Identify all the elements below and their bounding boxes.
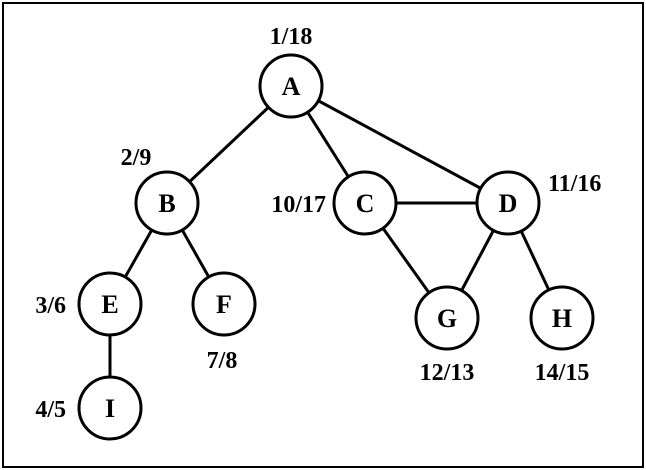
node-circle-g (414, 285, 480, 351)
node-circle-i (77, 375, 143, 441)
edge-a-d (290, 84, 509, 205)
node-label-a: A (282, 72, 301, 101)
node-g: G (414, 285, 480, 351)
node-h: H (529, 285, 595, 351)
node-b: B (134, 170, 200, 236)
node-a: A (258, 53, 324, 119)
time-label-e: 3/6 (35, 293, 66, 319)
node-i: I (77, 375, 143, 441)
time-label-c: 10/17 (271, 192, 326, 218)
node-circle-b (134, 170, 200, 236)
node-label-i: I (105, 394, 115, 423)
node-circle-f (191, 271, 257, 337)
node-circle-a (258, 53, 324, 119)
node-d: D (475, 170, 541, 236)
time-label-b: 2/9 (121, 145, 152, 171)
times-group: 1/18 2/9 10/17 11/16 3/6 7/8 12/13 14/15 4/5 (35, 24, 601, 423)
node-circle-c (332, 170, 398, 236)
node-f: F (191, 271, 257, 337)
node-label-h: H (552, 304, 572, 333)
node-label-e: E (101, 290, 118, 319)
node-label-g: G (437, 304, 457, 333)
node-label-d: D (499, 189, 518, 218)
time-label-g: 12/13 (420, 360, 475, 386)
node-c: C (332, 170, 398, 236)
node-label-c: C (356, 189, 375, 218)
node-circle-h (529, 285, 595, 351)
node-label-f: F (216, 290, 232, 319)
time-label-a: 1/18 (270, 24, 313, 50)
time-label-i: 4/5 (35, 397, 66, 423)
node-circle-e (77, 271, 143, 337)
time-label-h: 14/15 (535, 360, 590, 386)
time-label-f: 7/8 (207, 348, 238, 374)
nodes-group: A B C D E F G H I (77, 53, 595, 441)
node-e: E (77, 271, 143, 337)
node-label-b: B (158, 189, 175, 218)
time-label-d: 11/16 (548, 171, 601, 197)
node-circle-d (475, 170, 541, 236)
